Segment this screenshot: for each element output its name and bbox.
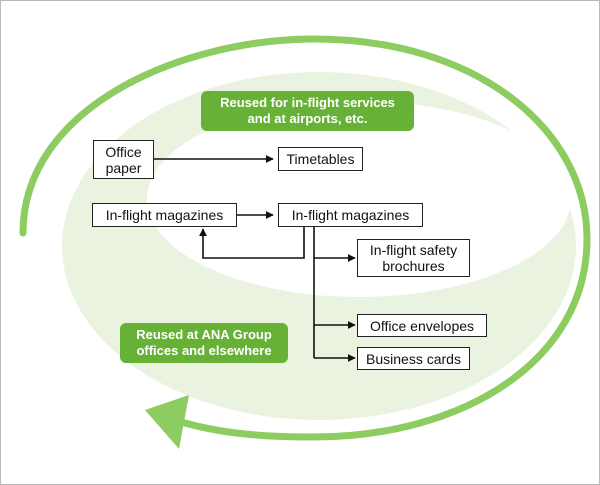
node-inflight-magazines-source: In-flight magazines bbox=[92, 203, 237, 227]
label-inflight-services: Reused for in-flight services and at air… bbox=[201, 91, 414, 131]
cycle-ring-arrowhead bbox=[145, 395, 189, 449]
node-business-cards: Business cards bbox=[357, 347, 470, 370]
cycle-ring-arrow bbox=[19, 35, 591, 441]
node-safety-brochures: In-flight safety brochures bbox=[357, 239, 470, 277]
label-ana-group: Reused at ANA Group offices and elsewher… bbox=[120, 323, 288, 363]
node-office-envelopes: Office envelopes bbox=[357, 314, 487, 337]
node-office-paper: Office paper bbox=[93, 140, 154, 179]
arrow-return-loop bbox=[199, 225, 305, 259]
node-timetables: Timetables bbox=[278, 147, 363, 171]
node-inflight-magazines-target: In-flight magazines bbox=[278, 203, 423, 227]
